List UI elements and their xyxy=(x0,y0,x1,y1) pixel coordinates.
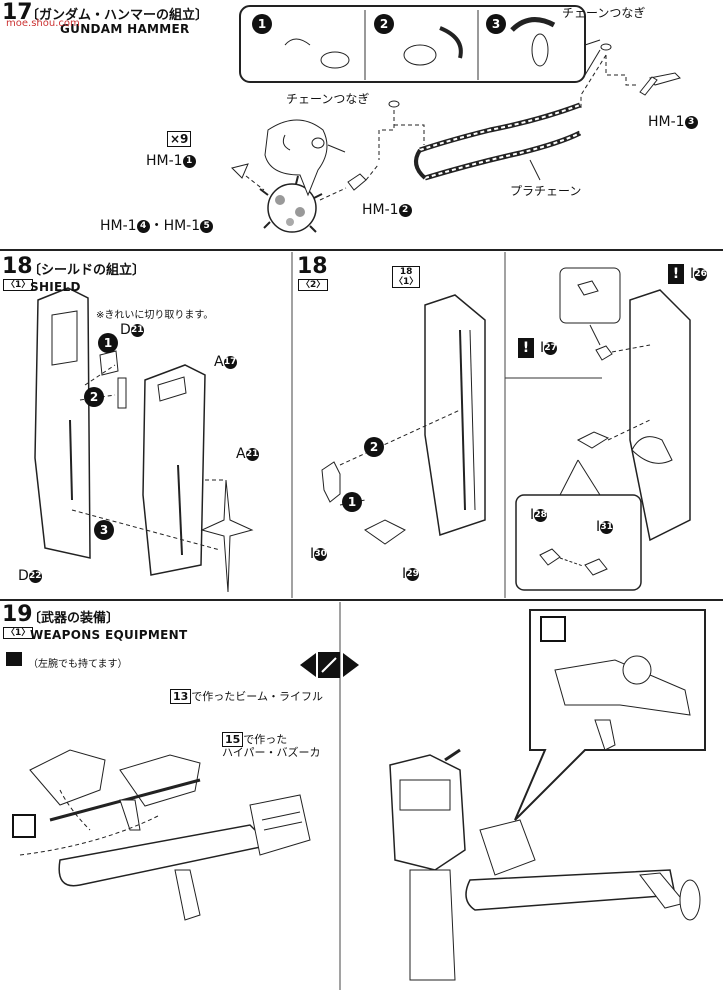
swap-hand-icon xyxy=(6,652,22,666)
warning-icon-2: ! xyxy=(668,264,684,284)
part-i28-label: I28 xyxy=(530,507,548,523)
step-19-title-jp: 〔武器の装備〕 xyxy=(28,611,120,626)
step-18-1-sub: 〈1〉 xyxy=(3,279,34,291)
part-d21-label: D21 xyxy=(120,322,144,338)
left-hand-note: （左腕でも持てます） xyxy=(28,659,128,670)
step-19-sub: 〈1〉 xyxy=(3,627,34,639)
view-toggle-icon-right xyxy=(540,616,566,642)
part-i27-label: I27 xyxy=(540,340,558,356)
multiplier-badge: ×9 xyxy=(167,131,192,147)
part-d22-label: D22 xyxy=(18,568,42,584)
arrow-18-2-step-2-badge: 2 xyxy=(364,437,384,457)
step-18-title-jp: 〔シールドの組立〕 xyxy=(28,263,146,278)
step-number-19: 19 xyxy=(2,602,33,627)
step-17-title-jp: 〔ガンダム・ハンマーの組立〕 xyxy=(26,8,209,23)
arrow-step-2-badge: 2 xyxy=(84,387,104,407)
step-18-title-en: SHIELD xyxy=(30,280,81,294)
substep-1-badge: 1 xyxy=(252,14,272,34)
part-i30-label: I30 xyxy=(310,546,328,562)
warning-icon: ! xyxy=(518,338,534,358)
arrow-step-1-badge: 1 xyxy=(98,333,118,353)
step-number-18-2: 18 xyxy=(297,254,328,279)
step-19-title-en: WEAPONS EQUIPMENT xyxy=(30,628,188,642)
view-toggle-icon-left xyxy=(12,814,36,838)
arrow-18-2-step-1-badge: 1 xyxy=(342,492,362,512)
part-a21-label: A21 xyxy=(236,446,259,462)
watermark-site: moe.shou.com xyxy=(6,18,80,29)
step-18-2-sub: 〈2〉 xyxy=(298,279,329,291)
substep-2-badge: 2 xyxy=(374,14,394,34)
step-number-18-1: 18 xyxy=(2,254,33,279)
step-number-17: 17 xyxy=(2,0,33,25)
part-i29-label: I29 xyxy=(402,566,420,582)
cut-cleanly-note: ※きれいに切り取ります。 xyxy=(96,310,214,321)
ref-step-18-1: 18〈1〉 xyxy=(392,266,421,288)
part-i31-label: I31 xyxy=(596,519,614,535)
step-17-title-en: GUNDAM HAMMER xyxy=(60,22,190,36)
chain-joint-label-mid: チェーンつなぎ xyxy=(286,92,370,106)
arrow-step-3-badge: 3 xyxy=(94,520,114,540)
chain-joint-label-top: チェーンつなぎ xyxy=(562,6,646,20)
substep-3-badge: 3 xyxy=(486,14,506,34)
plastic-chain-label: プラチェーン xyxy=(510,184,582,198)
part-a17-label: A17 xyxy=(214,354,237,370)
part-i26-label: I26 xyxy=(690,266,708,282)
